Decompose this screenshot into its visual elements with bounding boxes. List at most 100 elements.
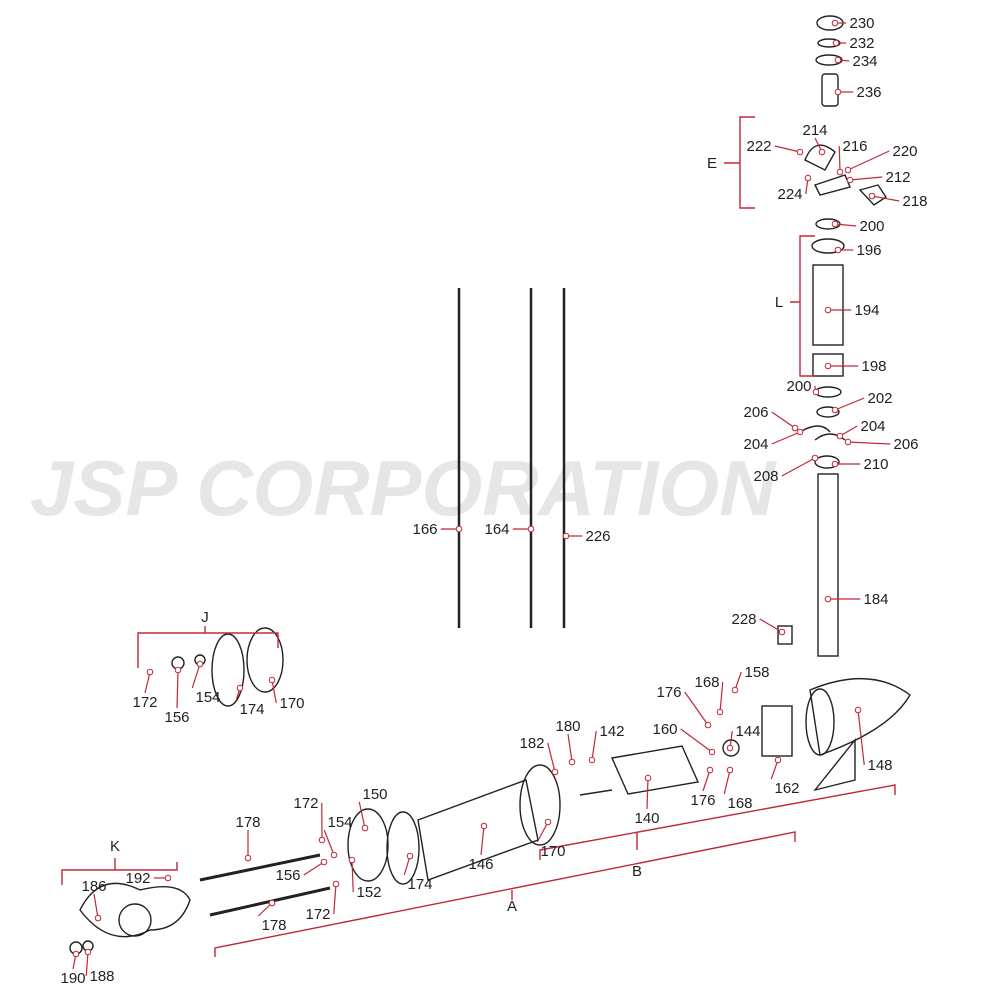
- callout-192: 192: [125, 870, 150, 887]
- callout-232: 232: [849, 35, 874, 52]
- part-174-j: [211, 633, 245, 707]
- leader-line: [93, 893, 99, 919]
- leader-dot: [832, 39, 840, 47]
- leader-line: [771, 431, 801, 445]
- leader-dot: [268, 899, 276, 907]
- callout-142: 142: [599, 723, 624, 740]
- leader-dot: [708, 748, 716, 756]
- leader-line: [351, 859, 354, 893]
- leader-dot: [834, 246, 842, 254]
- part-178a: [199, 853, 321, 882]
- leader-dot: [348, 856, 356, 864]
- callout-208: 208: [753, 468, 778, 485]
- part-198: [812, 353, 844, 377]
- leader-dot: [527, 525, 535, 533]
- part-218: [858, 184, 887, 206]
- leader-dot: [726, 766, 734, 774]
- leader-line: [834, 223, 857, 227]
- leader-dot: [244, 854, 252, 862]
- part-148-skeg: [813, 738, 856, 792]
- callout-218: 218: [902, 193, 927, 210]
- leader-dot: [846, 176, 854, 184]
- callout-196: 196: [856, 242, 881, 259]
- callout-216: 216: [842, 138, 867, 155]
- callout-178: 178: [235, 814, 260, 831]
- leader-dot: [94, 914, 102, 922]
- callout-228: 228: [731, 611, 756, 628]
- callout-178: 178: [261, 917, 286, 934]
- callout-236: 236: [856, 84, 881, 101]
- callout-234: 234: [852, 53, 877, 70]
- callout-168: 168: [694, 674, 719, 691]
- leader-line: [849, 176, 883, 181]
- leader-line: [781, 457, 816, 477]
- part-184: [817, 473, 839, 657]
- part-170: [519, 764, 561, 846]
- callout-140: 140: [634, 810, 659, 827]
- leader-dot: [320, 858, 328, 866]
- callout-222: 222: [746, 138, 771, 155]
- leader-dot: [812, 388, 820, 396]
- part-228: [777, 625, 793, 645]
- callout-188: 188: [89, 968, 114, 985]
- callout-202: 202: [867, 390, 892, 407]
- callout-204: 204: [743, 436, 768, 453]
- leader-line: [591, 730, 597, 761]
- leader-dot: [164, 874, 172, 882]
- leader-dot: [268, 676, 276, 684]
- callout-212: 212: [885, 169, 910, 186]
- leader-line: [838, 145, 841, 173]
- callout-146: 146: [468, 856, 493, 873]
- leader-dot: [811, 454, 819, 462]
- leader-dot: [174, 666, 182, 674]
- group-bracket-k: [61, 858, 178, 885]
- callout-160: 160: [652, 721, 677, 738]
- leader-line: [191, 663, 201, 689]
- part-174: [386, 811, 420, 885]
- callout-210: 210: [863, 456, 888, 473]
- leader-line: [271, 679, 277, 704]
- callout-194: 194: [854, 302, 879, 319]
- part-194: [812, 264, 844, 346]
- part-140: [610, 745, 700, 795]
- leader-dot: [774, 756, 782, 764]
- leader-dot: [836, 432, 844, 440]
- leader-dot: [406, 852, 414, 860]
- leader-line: [847, 441, 891, 445]
- callout-150: 150: [362, 786, 387, 803]
- leader-dot: [818, 148, 826, 156]
- callout-180: 180: [555, 718, 580, 735]
- leader-line: [403, 855, 411, 876]
- leader-dot: [824, 306, 832, 314]
- leader-dot: [146, 668, 154, 676]
- leader-dot: [644, 774, 652, 782]
- leader-line: [771, 411, 796, 429]
- leader-dot: [824, 595, 832, 603]
- callout-226: 226: [585, 528, 610, 545]
- leader-line: [857, 709, 865, 766]
- callout-198: 198: [861, 358, 886, 375]
- leader-dot: [831, 220, 839, 228]
- part-210: [814, 455, 840, 469]
- leader-dot: [726, 744, 734, 752]
- leader-line: [567, 733, 573, 763]
- part-170-j: [246, 627, 284, 693]
- callout-206: 206: [893, 436, 918, 453]
- leader-line: [303, 861, 325, 876]
- leader-dot: [778, 628, 786, 636]
- part-204a: [799, 425, 831, 433]
- leader-line: [702, 769, 711, 792]
- leader-dot: [831, 460, 839, 468]
- leader-dot: [831, 19, 839, 27]
- group-label-k: K: [110, 838, 120, 855]
- leader-dot: [824, 362, 832, 370]
- callout-156: 156: [275, 867, 300, 884]
- leader-dot: [844, 166, 852, 174]
- leader-line: [847, 150, 890, 171]
- leader-dot: [72, 950, 80, 958]
- callout-154: 154: [327, 814, 352, 831]
- leader-line: [480, 825, 485, 856]
- leader-dot: [844, 438, 852, 446]
- leader-line: [680, 728, 713, 753]
